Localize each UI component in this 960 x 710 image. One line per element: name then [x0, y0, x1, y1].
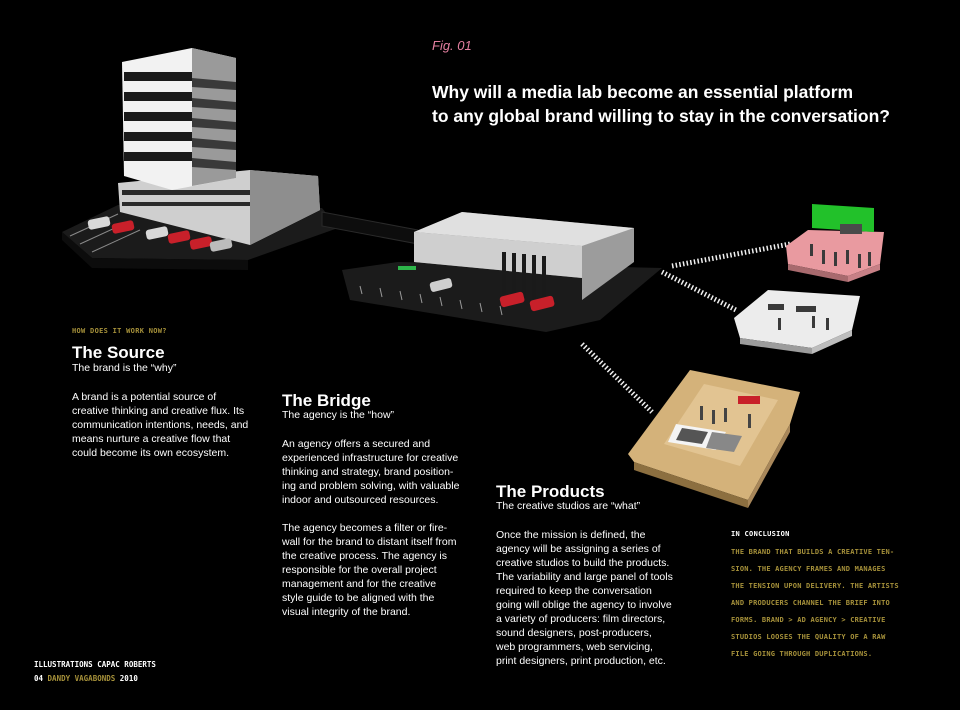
headline: Why will a media lab become an essential… — [432, 82, 890, 126]
film-studio-illustration — [786, 204, 884, 282]
parked-cars — [87, 216, 233, 252]
source-subtitle: The brand is the “why” — [72, 362, 177, 374]
source-kicker: HOW DOES IT WORK NOW? — [72, 327, 167, 335]
bridge-subtitle: The agency is the “how” — [282, 409, 395, 421]
products-subtitle: The creative studios are “what” — [496, 500, 641, 512]
products-title: The Products — [496, 482, 605, 501]
conclusion-body: THE BRAND THAT BUILDS A CREATIVE TEN- SI… — [731, 548, 899, 658]
design-studio-illustration — [628, 370, 800, 508]
products-body: Once the mission is defined, the agency … — [496, 529, 673, 667]
publication-year: 2010 — [119, 674, 138, 683]
bridge-title: The Bridge — [282, 391, 371, 410]
conclusion-kicker: IN CONCLUSION — [731, 530, 790, 538]
figure-label: Fig. 01 — [432, 38, 472, 53]
agency-building-illustration — [342, 212, 662, 332]
source-title: The Source — [72, 343, 165, 362]
bridge-body: An agency offers a secured and experienc… — [282, 438, 460, 618]
page-number: 04 — [34, 674, 44, 683]
sound-studio-illustration — [734, 290, 860, 354]
source-body: A brand is a potential source of creativ… — [72, 391, 249, 459]
footer-line: 04 DANDY VAGABONDS 2010 — [34, 674, 138, 683]
illustration-credit: ILLUSTRATIONS CAPAC ROBERTS — [34, 660, 156, 669]
studio-connectors — [580, 241, 791, 414]
brand-building-illustration — [62, 48, 338, 270]
publication-name: DANDY VAGABONDS — [47, 674, 116, 683]
